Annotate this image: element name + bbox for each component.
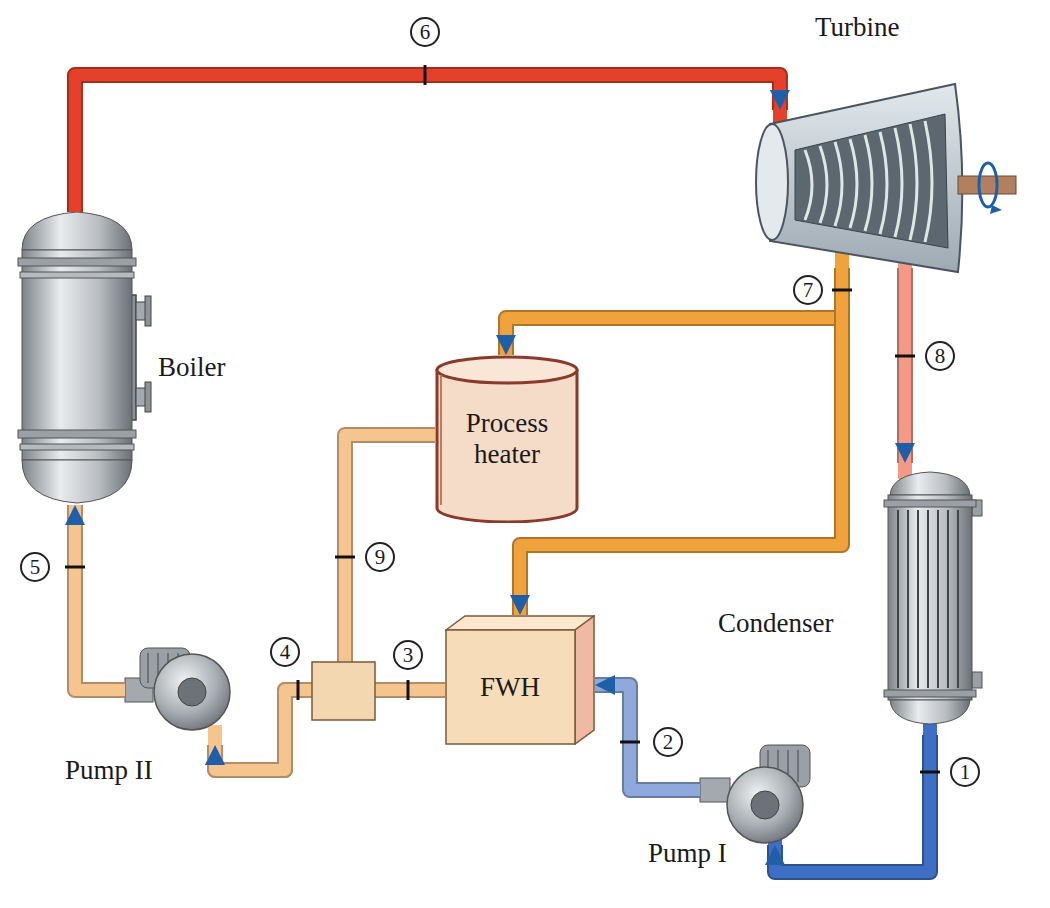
turbine-drawing (756, 84, 1016, 272)
pipe (595, 685, 700, 790)
pipe-wall (75, 75, 780, 212)
pipe-wall (506, 268, 842, 355)
pump: Pump I (700, 740, 815, 845)
pipe-flow (899, 268, 911, 463)
node-label: Process heater (447, 408, 567, 470)
pipe-flow (775, 735, 930, 872)
pump-drawing (700, 745, 810, 846)
component-label: Condenser (718, 608, 833, 639)
callout-number: 2 (653, 727, 683, 757)
pipe (905, 268, 906, 463)
boiler-drawing (18, 212, 151, 503)
mixing-chamber (312, 662, 375, 720)
callout-anchor: 5 (20, 552, 50, 582)
callout-anchor: 7 (793, 275, 823, 305)
pipe-wall (520, 268, 842, 615)
callout-anchor: 6 (410, 17, 440, 47)
pipe (520, 268, 842, 615)
pump: Pump II (125, 645, 240, 745)
callout-number: 7 (793, 275, 823, 305)
pipe-flow (595, 685, 700, 790)
callout-anchor: 8 (925, 341, 955, 371)
pipe (215, 435, 435, 770)
callout-number: 9 (365, 542, 395, 572)
pipe-wall (215, 435, 435, 770)
boiler: Boiler (18, 212, 140, 505)
condenser: Condenser (880, 463, 980, 735)
component-label: Pump II (65, 755, 153, 786)
callout-number: 8 (925, 341, 955, 371)
callout-number: 6 (410, 17, 440, 47)
pipe-flow (506, 268, 842, 355)
pipe-flow (215, 435, 435, 770)
pipe-wall (897, 268, 913, 463)
pump-drawing (125, 648, 230, 746)
callout-number: 1 (950, 757, 980, 787)
pipe-flow (75, 75, 780, 212)
callout-anchor: 3 (393, 640, 423, 670)
feedwater-heater: FWH (445, 615, 595, 745)
pipe-flow (75, 505, 125, 690)
callout-anchor: 9 (365, 542, 395, 572)
heater-box-outline (445, 615, 595, 745)
pipe (75, 505, 125, 690)
callout-number: 3 (393, 640, 423, 670)
pipe (506, 268, 842, 355)
condenser-drawing (884, 463, 982, 735)
callout-anchor: 4 (270, 637, 300, 667)
pipe-wall (595, 685, 700, 790)
pipe (775, 735, 930, 872)
pipe-wall (75, 505, 125, 690)
component-label: Boiler (158, 352, 226, 383)
callout-number: 5 (20, 552, 50, 582)
heater-outline (435, 355, 579, 523)
process-heater: Process heater (435, 355, 579, 523)
callout-anchor: 2 (653, 727, 683, 757)
pipe (75, 75, 780, 212)
callout-anchor: 1 (950, 757, 980, 787)
component-label: Turbine (815, 12, 900, 43)
turbine: Turbine (752, 110, 962, 268)
node-label: FWH (480, 672, 540, 703)
state-ticks (65, 65, 940, 772)
component-label: Pump I (648, 838, 727, 869)
callout-number: 4 (270, 637, 300, 667)
pipe-flow (520, 268, 842, 615)
pipe-wall (775, 735, 930, 872)
